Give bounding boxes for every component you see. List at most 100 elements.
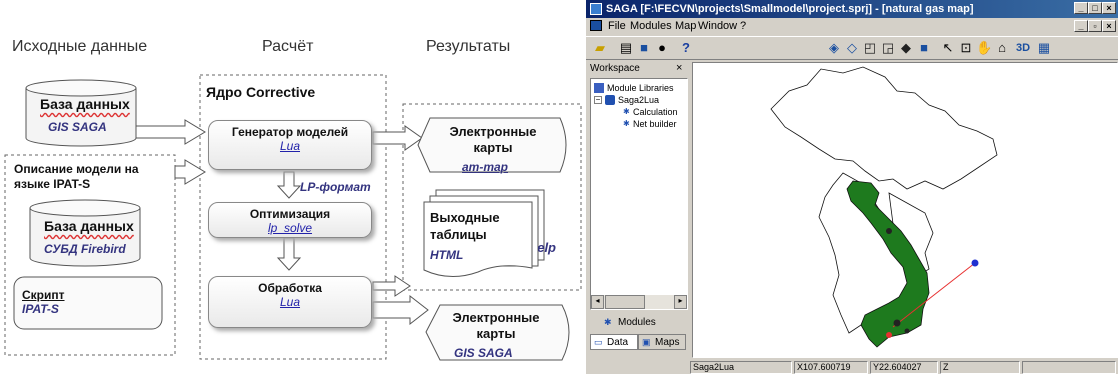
pipeline-route (892, 262, 976, 328)
tree-module-libraries[interactable]: Module Libraries (607, 83, 674, 93)
document-icon (590, 20, 602, 31)
doc-restore-button[interactable]: ▫ (1088, 20, 1102, 32)
arrows (135, 119, 429, 326)
natural-gas-map[interactable] (693, 63, 1117, 357)
open-folder-icon[interactable]: ▰ (595, 40, 605, 55)
scroll-left-icon[interactable]: ◂ (591, 295, 604, 309)
histogram-icon[interactable]: ▦ (1037, 40, 1051, 55)
tab-maps[interactable]: ▣ Maps (638, 334, 686, 350)
map-view[interactable] (692, 62, 1118, 358)
saga-app-icon (590, 3, 602, 15)
core-title: Ядро Corrective (206, 84, 316, 100)
tab-data[interactable]: ▭ Data (590, 334, 638, 350)
emaps-top-shape (417, 117, 567, 173)
zoom-prev-icon[interactable]: ◈ (829, 40, 839, 55)
output-tables-docs (423, 189, 545, 277)
menu-window[interactable]: Window (698, 20, 738, 32)
workspace-close-icon[interactable]: × (676, 62, 683, 74)
status-bar: Saga2Lua X107.600719 Y22.604027 Z (586, 360, 1118, 374)
modules-icon: ✱ (604, 317, 612, 327)
output-tables-subtitle: HTML (430, 248, 464, 262)
close-button[interactable]: × (1102, 2, 1116, 14)
processing-subtitle: Lua (279, 295, 301, 309)
column-source-heading: Исходные данные (12, 38, 148, 55)
zoom-next-icon[interactable]: ◇ (847, 40, 857, 55)
modules-bar[interactable]: ✱ Modules (590, 314, 688, 330)
results-dashed-box (402, 103, 582, 291)
module-gear-icon: ✱ (623, 107, 630, 116)
node-point (904, 328, 910, 334)
emaps-bottom-line2: карты (476, 326, 516, 341)
core-dashed-box (199, 74, 387, 360)
tree-net-builder[interactable]: Net builder (633, 119, 677, 129)
window-titlebar[interactable]: SAGA [F:\FECVN\projects\Smallmodel\proje… (586, 0, 1118, 18)
database-top-subtitle: GIS SAGA (48, 120, 107, 134)
status-extra (1022, 361, 1116, 374)
toolbar: ▰ ▤ ■ ● ? ◈ ◇ ◰ ◲ ◆ ■ ↖ ⊡ ✋ ⌂ 3D ▦ (586, 36, 1118, 60)
menu-help[interactable]: ? (740, 20, 747, 32)
country-outline-north (770, 66, 998, 190)
pointer-icon[interactable]: ↖ (942, 40, 954, 55)
generator-box: Генератор моделей Lua (208, 120, 372, 170)
emaps-bottom-shape (425, 304, 570, 361)
library-book-icon (605, 95, 615, 105)
emaps-top-line2: карты (473, 140, 513, 155)
maximize-button[interactable]: □ (1088, 2, 1102, 14)
workspace-hscrollbar[interactable]: ◂ ▸ (591, 295, 687, 309)
model-dashed-box (4, 154, 176, 356)
view-3d-button[interactable]: 3D (1015, 42, 1031, 54)
optimization-box: Оптимизация lp_solve (208, 202, 372, 238)
menu-file[interactable]: File (608, 20, 626, 32)
scroll-right-icon[interactable]: ▸ (674, 295, 687, 309)
tree-calculation[interactable]: Calculation (633, 107, 678, 117)
emaps-bottom-subtitle: GIS SAGA (454, 346, 513, 360)
script-box (13, 276, 163, 330)
workspace-header: Workspace × (588, 62, 690, 76)
status-x-coordinate: X107.600719 (794, 361, 868, 374)
help-icon[interactable]: ? (682, 40, 690, 55)
zoom-box-icon[interactable]: ⊡ (960, 40, 972, 55)
optimization-subtitle: lp_solve (267, 221, 313, 235)
node-point (886, 332, 892, 338)
doc-minimize-button[interactable]: _ (1074, 20, 1088, 32)
tree-collapse-icon[interactable]: − (594, 95, 602, 104)
diagram-connectors (4, 74, 582, 361)
module-gear-icon: ✱ (623, 119, 630, 128)
pan-hand-icon[interactable]: ✋ (976, 40, 993, 55)
window-title: SAGA [F:\FECVN\projects\Smallmodel\proje… (606, 3, 974, 15)
menu-map[interactable]: Map (675, 20, 697, 32)
menu-modules[interactable]: Modules (630, 20, 672, 32)
data-tab-icon: ▭ (594, 337, 603, 347)
database-inner-title: База данных (44, 218, 134, 234)
script-subtitle: IPAT-S (22, 302, 59, 316)
status-module: Saga2Lua (690, 361, 792, 374)
script-title: Скрипт (22, 288, 65, 302)
workspace-icon[interactable]: ▤ (619, 40, 633, 55)
generator-title: Генератор моделей (231, 125, 349, 139)
info-icon[interactable]: ● (658, 40, 666, 55)
node-point (893, 319, 901, 327)
measure-icon[interactable]: ⌂ (998, 40, 1006, 55)
architecture-diagram: Исходные данные Расчёт Результаты База д… (4, 38, 582, 361)
column-results-heading: Результаты (426, 38, 511, 55)
model-description-label: Описание модели на языке IPAT-S (14, 162, 139, 191)
saga-window: SAGA [F:\FECVN\projects\Smallmodel\proje… (586, 0, 1118, 374)
tab-data-label: Data (607, 337, 629, 348)
map-window-icon[interactable]: ■ (640, 40, 648, 55)
scroll-thumb[interactable] (605, 295, 645, 309)
copy-map-icon[interactable]: ◆ (901, 40, 911, 55)
processing-box: Обработка Lua (208, 276, 372, 328)
processing-title: Обработка (258, 281, 322, 295)
help-label: Help (538, 240, 556, 255)
tree-saga2lua[interactable]: Saga2Lua (618, 95, 660, 105)
workspace-panel: Workspace × Module Libraries − Saga2Lua … (588, 62, 690, 358)
emaps-top-line1: Электронные (449, 124, 537, 139)
doc-close-button[interactable]: × (1102, 20, 1116, 32)
status-y-coordinate: Y22.604027 (870, 361, 938, 374)
minimize-button[interactable]: _ (1074, 2, 1088, 14)
layout-icon[interactable]: ■ (920, 40, 928, 55)
print-icon[interactable]: ◰ (863, 40, 877, 55)
print-preview-icon[interactable]: ◲ (881, 40, 895, 55)
status-z-coordinate: Z (940, 361, 1020, 374)
offshore-node (971, 259, 979, 267)
